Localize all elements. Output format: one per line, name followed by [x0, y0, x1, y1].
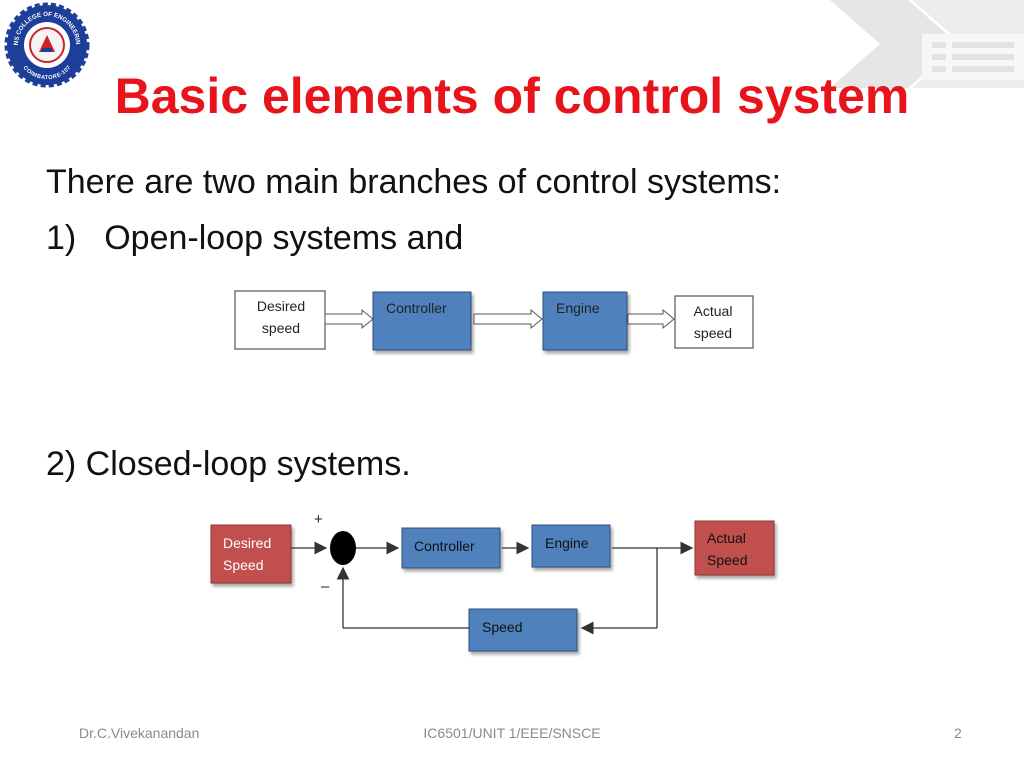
closed-feedback-label: Speed: [482, 619, 522, 635]
open-arrow-2: [473, 308, 543, 330]
closed-actual-line2: Speed: [707, 552, 747, 568]
open-engine-label: Engine: [556, 300, 600, 316]
corner-decoration: [830, 0, 1024, 88]
open-arrow-1: [324, 308, 374, 330]
closed-controller-label: Controller: [414, 538, 475, 554]
logo-gear-icon: [4, 2, 90, 88]
open-engine-block: [542, 291, 628, 351]
summing-junction: [330, 531, 356, 565]
open-controller-block: [372, 291, 472, 351]
closed-desired-line1: Desired: [223, 535, 271, 551]
footer-page-number: 2: [954, 725, 962, 741]
slide-title: Basic elements of control system: [114, 68, 910, 124]
sum-plus-sign: +: [314, 511, 323, 528]
list-number: 1): [46, 219, 77, 257]
footer-course: IC6501/UNIT 1/EEE/SNSCE: [423, 725, 601, 741]
open-desired-line2: speed: [262, 320, 300, 336]
closed-controller-block: [401, 527, 501, 569]
open-actual-line1: Actual: [694, 303, 733, 319]
open-desired-speed-block: [234, 290, 326, 350]
open-desired-line1: Desired: [257, 298, 305, 314]
open-controller-label: Controller: [386, 300, 447, 316]
list-item-open-loop: 1) Open-loop systems and: [46, 218, 463, 258]
open-actual-speed-block: [674, 295, 754, 349]
closed-engine-label: Engine: [545, 535, 589, 551]
sum-minus-sign: –: [321, 578, 330, 595]
closed-desired-speed-block: [210, 524, 292, 584]
open-loop-diagram: Desired speed Controller Engine Actual s…: [234, 290, 754, 351]
footer-author: Dr.C.Vivekanandan: [79, 725, 200, 741]
closed-feedback-speed-block: [468, 608, 578, 652]
closed-desired-line2: Speed: [223, 557, 263, 573]
open-arrow-3: [627, 308, 675, 330]
list-item-text: Open-loop systems and: [104, 219, 464, 257]
open-actual-line2: speed: [694, 325, 732, 341]
list-item-closed-loop: 2) Closed-loop systems.: [46, 445, 411, 483]
intro-text: There are two main branches of control s…: [46, 163, 782, 201]
closed-loop-diagram: Desired Speed + – Controller Engine Actu…: [210, 511, 775, 652]
college-logo: SNS COLLEGE OF ENGINEERING COIMBATORE-10…: [4, 2, 90, 88]
closed-engine-block: [531, 524, 611, 568]
closed-actual-speed-block: [694, 520, 775, 576]
closed-actual-line1: Actual: [707, 530, 746, 546]
